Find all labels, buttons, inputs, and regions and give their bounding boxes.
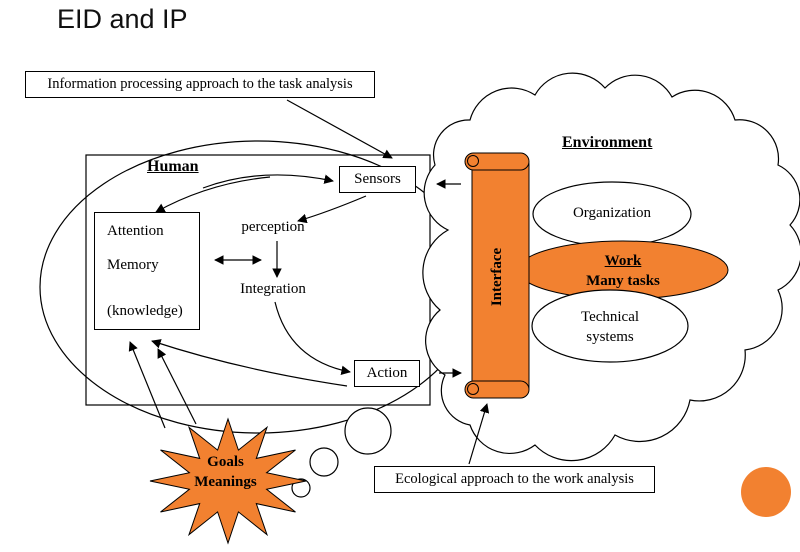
organization-label: Organization bbox=[572, 205, 652, 221]
arrow-human-to-sensors bbox=[202, 174, 334, 189]
goals-line2: Meanings bbox=[194, 474, 257, 490]
sensors-box: Sensors bbox=[339, 166, 416, 193]
technical-systems-label: Technical systems bbox=[535, 307, 685, 347]
thought-bubble-medium bbox=[309, 447, 339, 477]
arrow-eco-callout-to-interface bbox=[468, 403, 490, 465]
work-subtitle: Many tasks bbox=[586, 273, 660, 289]
page-title: EID and IP bbox=[57, 4, 188, 34]
ip-approach-callout: Information processing approach to the t… bbox=[25, 71, 375, 98]
arrow-integration-to-action bbox=[274, 301, 351, 376]
integration-label: Integration bbox=[240, 281, 306, 297]
technical-line2: systems bbox=[586, 329, 634, 345]
work-label: Work Many tasks bbox=[523, 251, 723, 291]
arrow-goals-to-memory-2 bbox=[157, 348, 197, 425]
goals-starburst bbox=[149, 417, 307, 545]
attention-memory-box: Attention Memory (knowledge) bbox=[94, 212, 200, 330]
interface-scroll-bottom-curl bbox=[467, 383, 479, 395]
goals-line1: Goals bbox=[207, 454, 244, 470]
work-title: Work bbox=[604, 253, 642, 269]
arrow-sensors-to-perception bbox=[297, 195, 367, 224]
technical-line1: Technical bbox=[580, 309, 640, 325]
goals-label: Goals Meanings bbox=[153, 452, 298, 492]
thought-bubble-large bbox=[344, 407, 392, 455]
environment-label: Environment bbox=[562, 134, 653, 151]
interface-scroll-bottom-roll bbox=[464, 380, 530, 399]
memory-label: Memory bbox=[107, 257, 159, 273]
arrow-goals-to-memory-1 bbox=[128, 341, 166, 429]
arrow-to-attention-top bbox=[155, 176, 271, 213]
action-box: Action bbox=[354, 360, 420, 387]
interface-label: Interface bbox=[489, 247, 505, 307]
perception-label: perception bbox=[241, 219, 305, 235]
knowledge-label: (knowledge) bbox=[107, 303, 183, 319]
technical-systems-ellipse bbox=[531, 289, 689, 363]
interface-scroll bbox=[464, 152, 530, 399]
arrow-ip-callout-to-system bbox=[286, 99, 393, 159]
eco-approach-callout: Ecological approach to the work analysis bbox=[374, 466, 655, 493]
human-label: Human bbox=[147, 158, 199, 175]
interface-scroll-top-roll bbox=[464, 152, 530, 171]
interface-scroll-top-curl bbox=[467, 155, 479, 167]
arrow-action-feedback-to-memory bbox=[151, 339, 348, 387]
attention-label: Attention bbox=[107, 223, 164, 239]
orange-dot bbox=[741, 467, 791, 517]
